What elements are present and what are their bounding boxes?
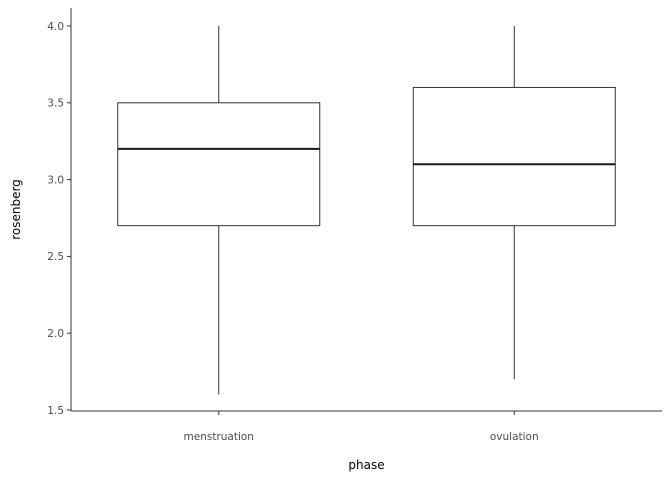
box-menstruation: [117, 26, 321, 395]
axes: [70, 8, 662, 412]
boxes: [117, 26, 616, 395]
box-ovulation: [412, 26, 616, 380]
y-tick-label: 3.0: [47, 174, 64, 186]
y-tick-label: 1.5: [47, 405, 64, 417]
y-tick-label: 4.0: [47, 21, 64, 33]
y-tick-label: 2.5: [47, 251, 64, 263]
iqr-box: [412, 86, 616, 227]
x-ticks: menstruation ovulation: [184, 411, 539, 443]
y-tick-label: 2.0: [47, 328, 64, 340]
iqr-box: [117, 102, 321, 227]
y-tick-label: 3.5: [47, 98, 64, 110]
x-tick-label: menstruation: [184, 431, 254, 443]
x-tick-label: ovulation: [490, 431, 539, 443]
y-ticks: 1.5 2.0 2.5 3.0 3.5 4.0: [47, 21, 71, 417]
x-axis-title: phase: [348, 458, 384, 472]
y-axis-title: rosenberg: [9, 179, 23, 240]
